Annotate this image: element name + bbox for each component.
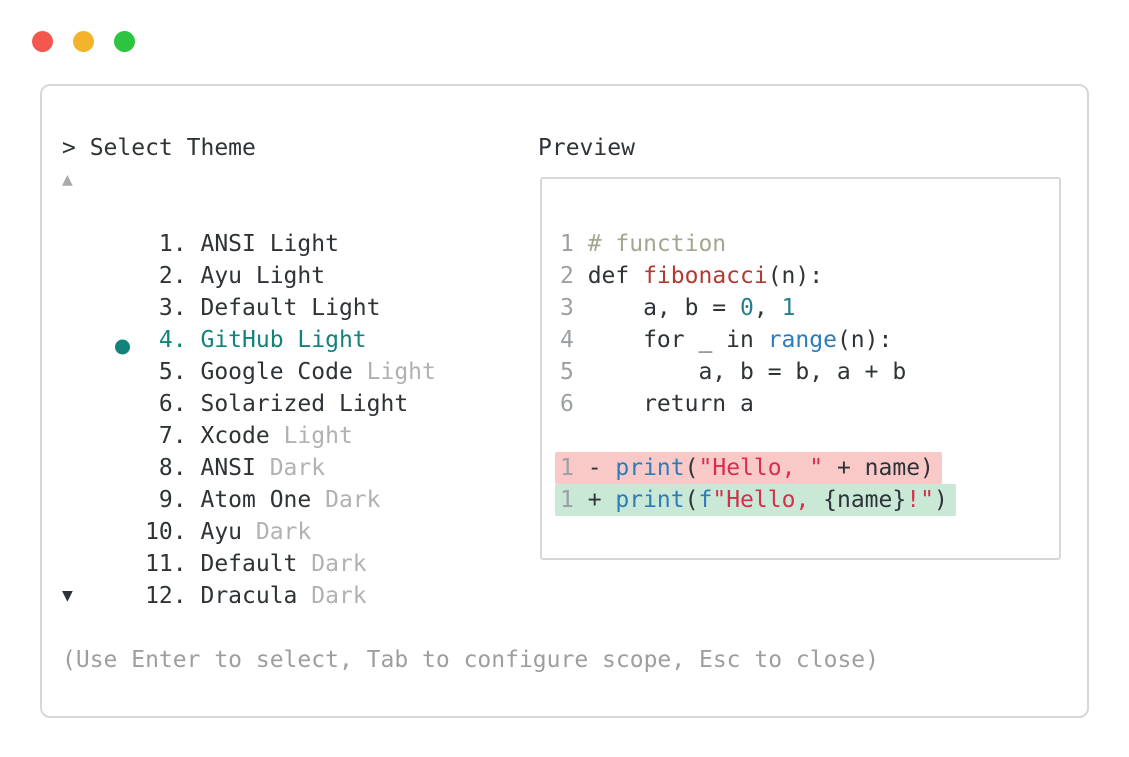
theme-number: 4 (158, 327, 173, 353)
line-number: 2 (560, 263, 574, 289)
theme-number-separator: . (172, 295, 201, 321)
line-number: 5 (560, 359, 574, 385)
theme-name: GitHub Light (200, 327, 367, 353)
theme-option[interactable]: 12. Dracula Dark (62, 548, 436, 609)
theme-number-separator: . (172, 519, 201, 545)
theme-number: 9 (158, 487, 173, 513)
code-text: a, b = 0, 1 (587, 295, 796, 321)
theme-option[interactable]: 3. Default Light (62, 260, 436, 321)
theme-option[interactable]: 7. Xcode Light (62, 388, 436, 449)
minimize-button[interactable] (73, 31, 94, 52)
theme-name: ANSI (200, 455, 256, 481)
line-number: 3 (560, 295, 574, 321)
theme-number-separator: . (172, 455, 201, 481)
theme-number-separator: . (172, 487, 201, 513)
theme-number-separator: . (172, 263, 201, 289)
diff-removed-line: 1 - print("Hello, " + name) (555, 452, 1059, 484)
theme-number: 12 (145, 583, 173, 609)
theme-list: 1. ANSI Light 2. Ayu Light 3. Default Li… (62, 196, 436, 609)
theme-number: 7 (158, 423, 173, 449)
theme-number: 5 (158, 359, 173, 385)
theme-number: 3 (158, 295, 173, 321)
theme-name: Default (200, 551, 298, 577)
line-number: 1 (560, 487, 574, 513)
theme-number: 11 (145, 551, 173, 577)
theme-number: 10 (145, 519, 173, 545)
code-line (560, 420, 1059, 452)
theme-option[interactable]: 9. Atom One Dark (62, 452, 436, 513)
window-controls (32, 31, 135, 52)
help-text: (Use Enter to select, Tab to configure s… (62, 647, 879, 673)
scroll-up-icon[interactable]: ▲ (62, 169, 73, 190)
line-number: 1 (560, 231, 574, 257)
theme-number-separator: . (172, 391, 201, 417)
code-text: + print(f"Hello, {name}!") (587, 487, 948, 513)
theme-name: Solarized Light (200, 391, 409, 417)
code-line: 3 a, b = 0, 1 (560, 292, 1059, 324)
theme-option[interactable]: 10. Ayu Dark (62, 484, 436, 545)
theme-number-separator: . (172, 327, 201, 353)
code-preview: 1 # function 2 def fibonacci(n): 3 a, b = 0,… (542, 179, 1059, 516)
code-line: 1 # function (560, 228, 1059, 260)
theme-number-separator: . (172, 359, 201, 385)
close-button[interactable] (32, 31, 53, 52)
theme-number: 6 (158, 391, 173, 417)
code-line: 6 return a (560, 388, 1059, 420)
theme-number: 8 (158, 455, 173, 481)
code-text: def fibonacci(n): (587, 263, 824, 289)
dialog-title: > Select Theme (62, 135, 256, 161)
code-text: return a (587, 391, 754, 417)
theme-option[interactable]: 1. ANSI Light (62, 196, 436, 257)
theme-number-separator: . (172, 423, 201, 449)
code-line: 5 a, b = b, a + b (560, 356, 1059, 388)
theme-number-separator: . (172, 231, 201, 257)
code-text: # function (587, 231, 727, 257)
theme-name: Xcode (200, 423, 270, 449)
theme-name: Ayu (200, 519, 243, 545)
theme-option[interactable]: 6. Solarized Light (62, 356, 436, 417)
theme-name-suffix: Dark (242, 519, 312, 545)
theme-option[interactable]: 8. ANSI Dark (62, 420, 436, 481)
theme-name-suffix: Dark (255, 455, 326, 481)
theme-option[interactable]: 5. Google Code Light (62, 324, 436, 385)
theme-name-suffix: Dark (297, 551, 367, 577)
theme-selector-dialog: > Select Theme Preview ▲ 1. ANSI Light 2… (40, 84, 1089, 718)
code-text: - print("Hello, " + name) (587, 455, 934, 481)
code-line: 2 def fibonacci(n): (560, 260, 1059, 292)
theme-number-separator: . (172, 551, 201, 577)
theme-name-suffix: Dark (311, 487, 381, 513)
theme-name-suffix: Light (269, 423, 353, 449)
code-line: 4 for _ in range(n): (560, 324, 1059, 356)
preview-pane: 1 # function 2 def fibonacci(n): 3 a, b = 0,… (540, 177, 1061, 560)
theme-number-separator: . (172, 583, 201, 609)
line-number: 6 (560, 391, 574, 417)
theme-name-suffix: Light (352, 359, 436, 385)
theme-name-suffix: Dark (297, 583, 367, 609)
theme-name: Google Code (200, 359, 353, 385)
theme-name: ANSI Light (200, 231, 339, 257)
theme-name: Ayu Light (200, 263, 326, 289)
theme-name: Atom One (200, 487, 312, 513)
theme-option[interactable]: 11. Default Dark (62, 516, 436, 577)
preview-label: Preview (538, 135, 635, 161)
theme-name: Dracula (200, 583, 298, 609)
code-text: a, b = b, a + b (587, 359, 907, 385)
code-text: for _ in range(n): (587, 327, 893, 353)
theme-number: 2 (158, 263, 173, 289)
diff-added-line: 1 + print(f"Hello, {name}!") (555, 484, 1059, 516)
line-number: 4 (560, 327, 574, 353)
line-number: 1 (560, 455, 574, 481)
theme-option[interactable]: 2. Ayu Light (62, 228, 436, 289)
theme-name: Default Light (200, 295, 381, 321)
theme-option[interactable]: 4. GitHub Light (62, 292, 436, 355)
theme-number: 1 (158, 231, 173, 257)
zoom-button[interactable] (114, 31, 135, 52)
scroll-down-icon[interactable]: ▼ (62, 585, 73, 606)
